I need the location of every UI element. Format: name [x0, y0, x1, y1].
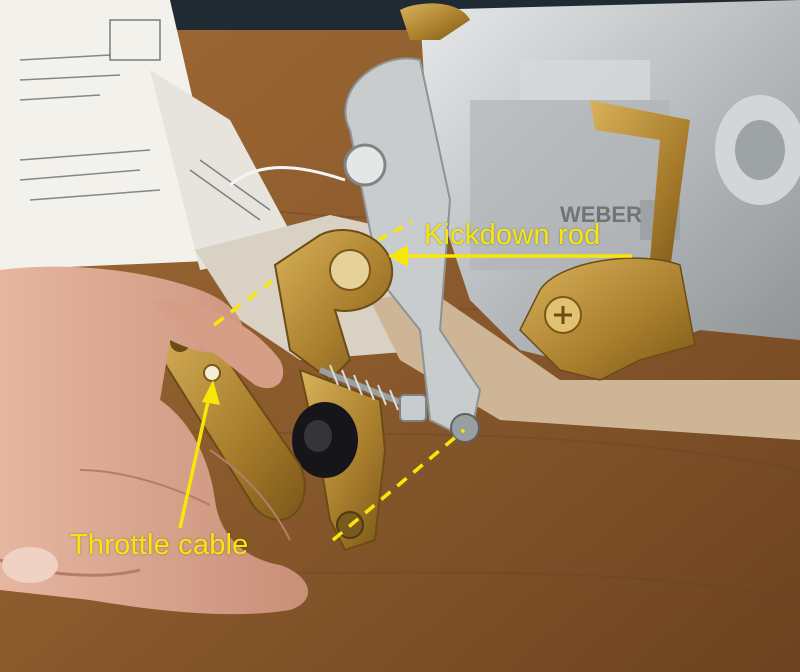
- throttle-arrow-head: [202, 380, 220, 405]
- dashed-line-kickdown: [377, 220, 413, 242]
- hand: [0, 266, 309, 615]
- annotation-overlays: [178, 220, 632, 542]
- instruction-sheet: [0, 0, 300, 270]
- kickdown-arrow-head: [388, 245, 408, 267]
- throttle-cable-label: Throttle cable: [70, 529, 249, 561]
- carburetor: WEBER: [343, 0, 800, 443]
- throttle-bracket: [148, 229, 427, 552]
- thumbnail: [2, 547, 58, 583]
- kickdown-rod-label: Kickdown rod: [424, 219, 601, 251]
- throttle-arrow-shaft: [178, 391, 212, 529]
- white-wire: [229, 166, 346, 187]
- dashed-line-lower: [331, 428, 466, 542]
- carb-nameplate: WEBER: [560, 202, 642, 227]
